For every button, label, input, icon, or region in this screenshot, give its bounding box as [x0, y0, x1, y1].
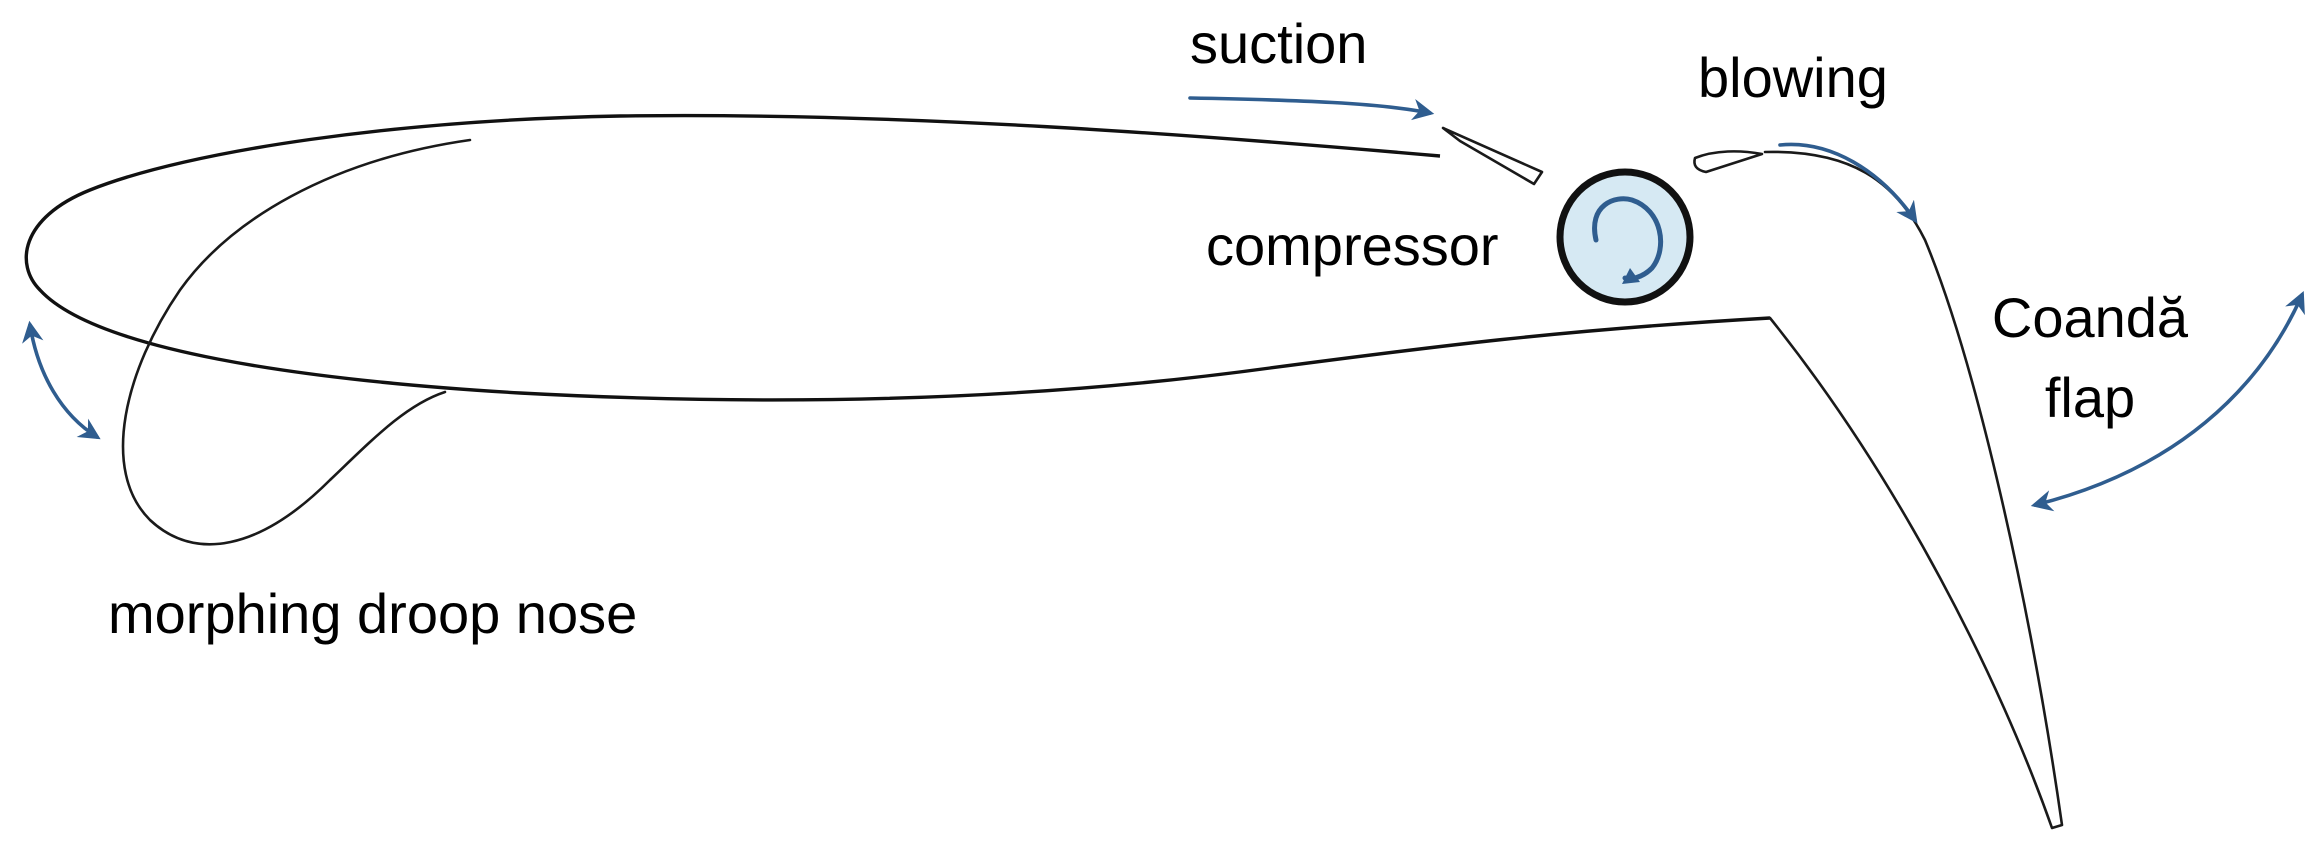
blowing-slot — [1693, 150, 1764, 174]
suction-slot — [1441, 126, 1544, 186]
droop-nose-rotation-arrow — [22, 320, 101, 440]
suction-label: suction — [1190, 12, 1368, 75]
droop-nose-label: morphing droop nose — [108, 582, 638, 645]
coanda-label-line2: flap — [2044, 366, 2136, 429]
suction-arrow — [1188, 96, 1435, 121]
coanda-label-line1: Coandă — [1991, 286, 2189, 349]
rotation-circle-icon — [1592, 196, 1664, 282]
airfoil-outline — [24, 113, 1771, 402]
blowing-arrow — [1778, 142, 1918, 224]
coanda-flap-rotation-arrow — [2030, 291, 2305, 512]
compressor-icon — [1556, 168, 1694, 306]
blowing-label: blowing — [1698, 46, 1888, 109]
coanda-flap-outline — [1763, 150, 2064, 830]
compressor-label: compressor — [1206, 214, 1499, 277]
droop-nose-outline — [121, 138, 472, 546]
coanda-flap-label: Coandă flap — [1970, 290, 2210, 426]
